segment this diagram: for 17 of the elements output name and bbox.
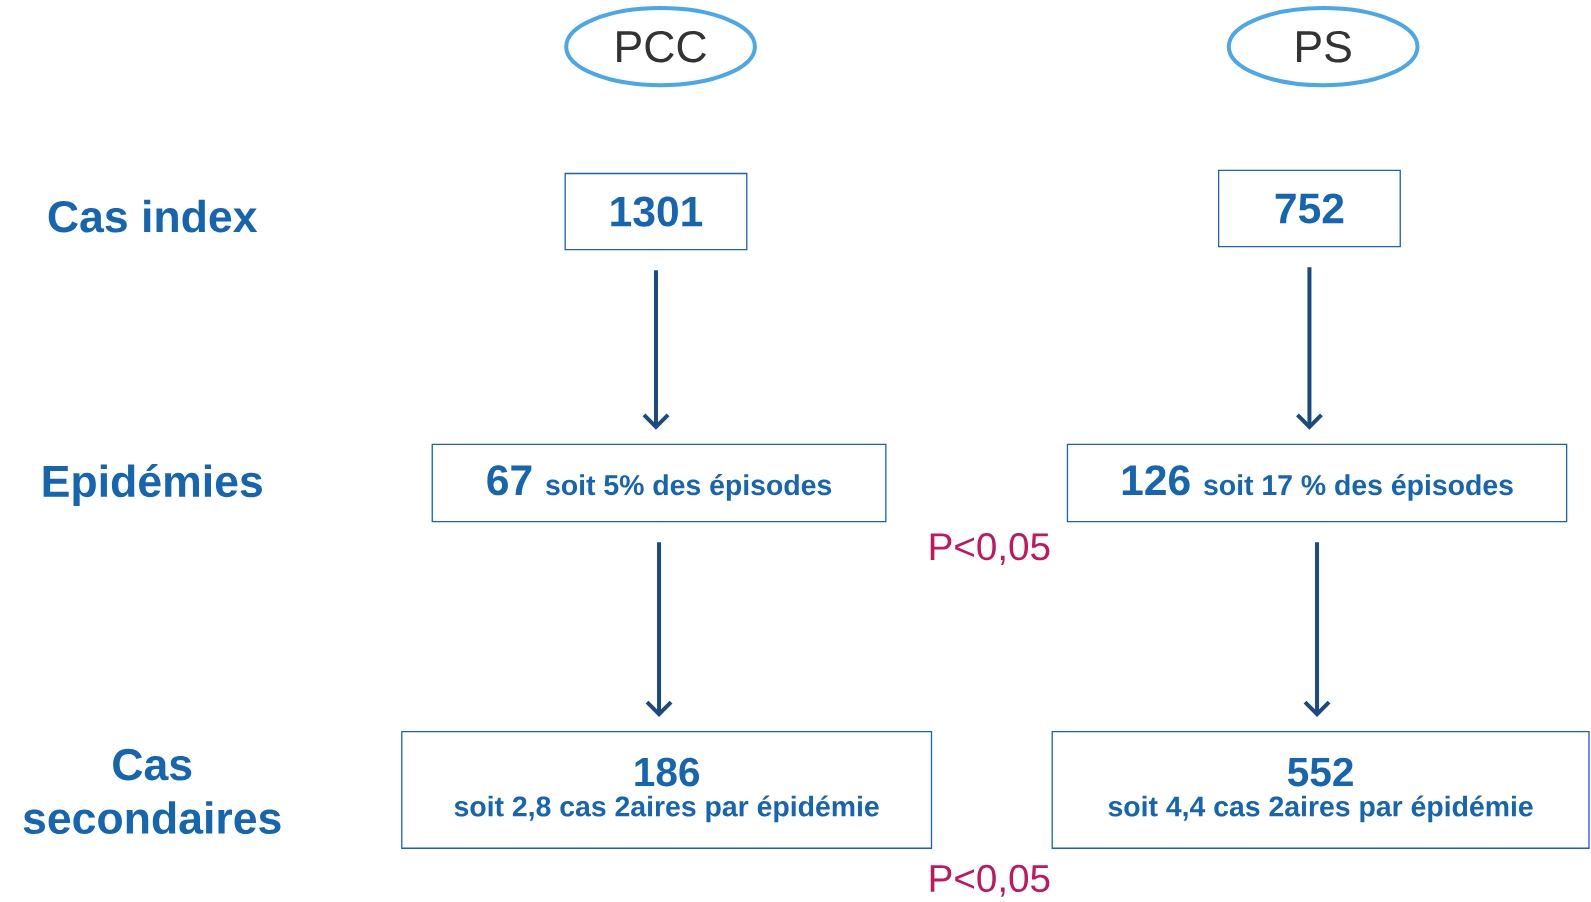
arrow <box>642 270 670 430</box>
row-heading: Epidémies <box>43 464 262 506</box>
arrow <box>1296 267 1323 430</box>
arrow <box>645 542 673 717</box>
arrow <box>1303 542 1331 717</box>
process-box: 752 <box>1218 169 1401 248</box>
process-box: 186 soit 2,8 cas 2aires par épidémie <box>401 730 933 849</box>
process-box: 67 soit 5% des épisodes <box>431 443 887 523</box>
oval-label: PCC <box>564 6 757 88</box>
process-box: 126 soit 17 % des épisodes <box>1066 443 1568 523</box>
row-heading: Cas secondaires <box>23 748 281 835</box>
process-box: 552 soit 4,4 cas 2aires par épidémie <box>1051 730 1590 849</box>
row-heading: Cas index <box>48 199 258 233</box>
p-value: P<0,05 <box>930 533 1050 565</box>
p-value: P<0,05 <box>930 864 1050 897</box>
oval-label: PS <box>1226 6 1420 88</box>
process-box: 1301 <box>564 172 748 251</box>
